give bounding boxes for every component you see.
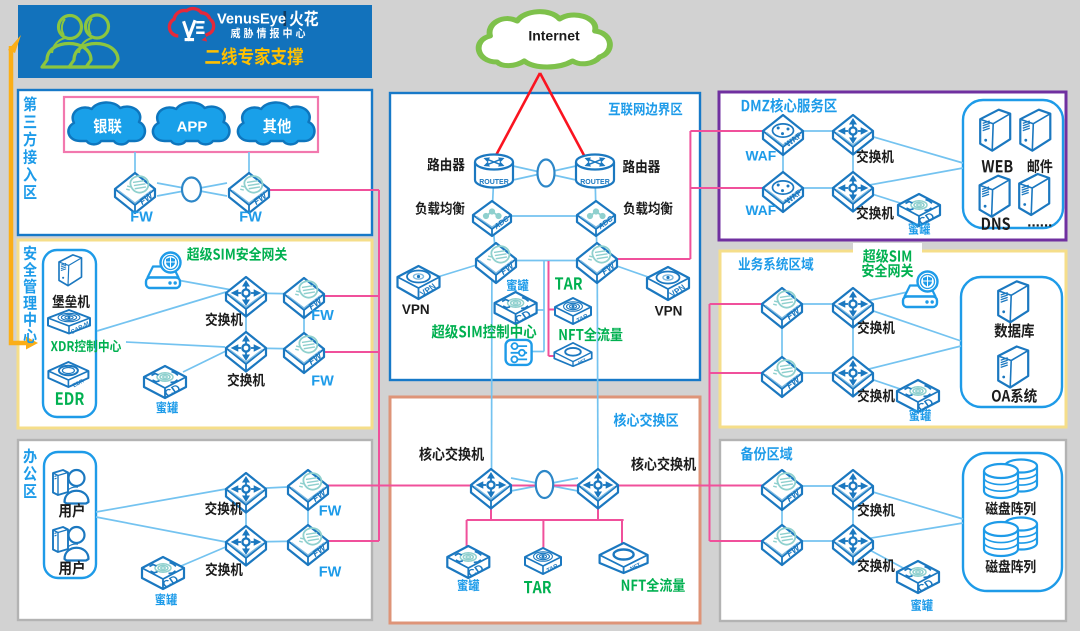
svg-text:......: ......: [1027, 213, 1052, 230]
svg-text:WAF: WAF: [745, 203, 776, 218]
svg-text:FW: FW: [319, 504, 342, 520]
svg-text:VPN: VPN: [655, 304, 683, 319]
svg-text:FW: FW: [319, 565, 342, 581]
svg-text:FW: FW: [239, 210, 262, 226]
svg-text:FW: FW: [130, 210, 153, 226]
svg-text:WAF: WAF: [745, 149, 776, 164]
svg-text:VPN: VPN: [402, 302, 430, 317]
svg-text:FW: FW: [311, 374, 334, 390]
svg-text:VenusEye: VenusEye: [217, 12, 286, 28]
svg-text:FW: FW: [311, 308, 334, 324]
svg-text:Internet: Internet: [528, 27, 580, 43]
svg-text:APP: APP: [177, 118, 208, 135]
